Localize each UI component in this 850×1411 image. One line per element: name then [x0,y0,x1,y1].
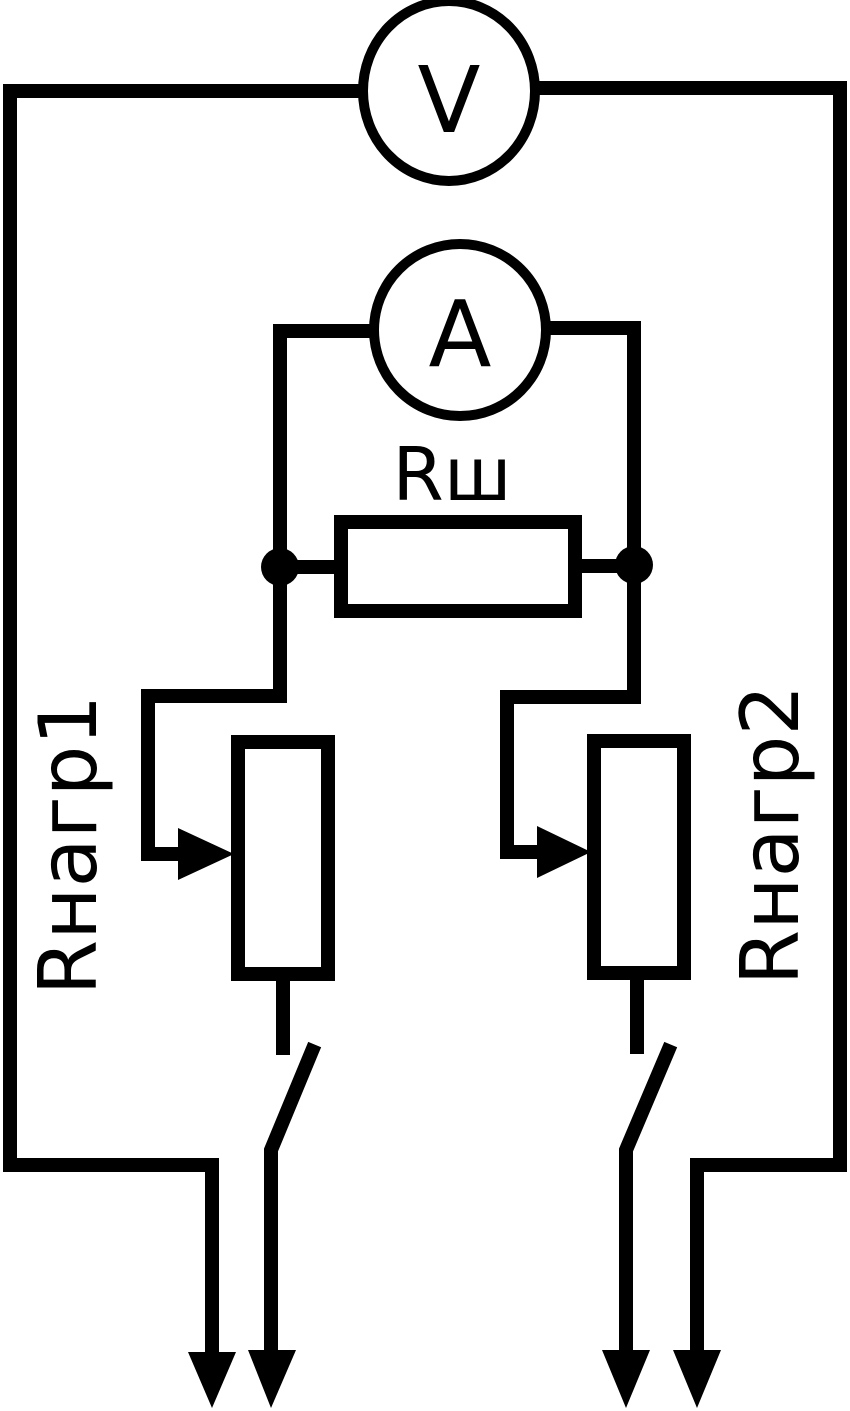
shunt-resistor [334,515,582,618]
output-terminals [188,1350,721,1408]
load2-branch: Rнагр2 [500,559,817,1377]
wiper-arrow-icon-2 [537,826,591,878]
shunt-label: Rш [392,432,511,518]
load1-label: Rнагр1 [22,695,115,996]
switch2-blade [619,1041,678,1377]
down-arrow-icon-4 [673,1350,721,1408]
wiper-arrow-icon-1 [178,828,234,880]
load2-label: Rнагр2 [724,685,817,986]
wire-ammeter-right [541,321,641,570]
wire-outer-right [528,81,847,1377]
wire-ammeter-left [273,324,379,573]
wire-outer-left [3,84,369,1377]
down-arrow-icon-2 [248,1350,296,1408]
voltmeter-symbol [358,0,540,186]
ammeter-symbol [369,239,551,421]
ammeter-shunt-block: A Rш [261,239,653,618]
down-arrow-icon-1 [188,1352,236,1408]
wire-load1-wiper [141,560,287,861]
ammeter-label: A [429,281,492,388]
wire-load2-wiper [500,559,641,859]
down-arrow-icon-3 [602,1350,650,1408]
voltmeter-label: V [418,47,481,154]
load2-rheostat [587,734,691,980]
voltmeter-loop: V [3,0,847,1377]
load1-branch: Rнагр1 [22,560,335,1377]
switch1-blade [264,1041,322,1377]
load1-rheostat [231,735,335,981]
